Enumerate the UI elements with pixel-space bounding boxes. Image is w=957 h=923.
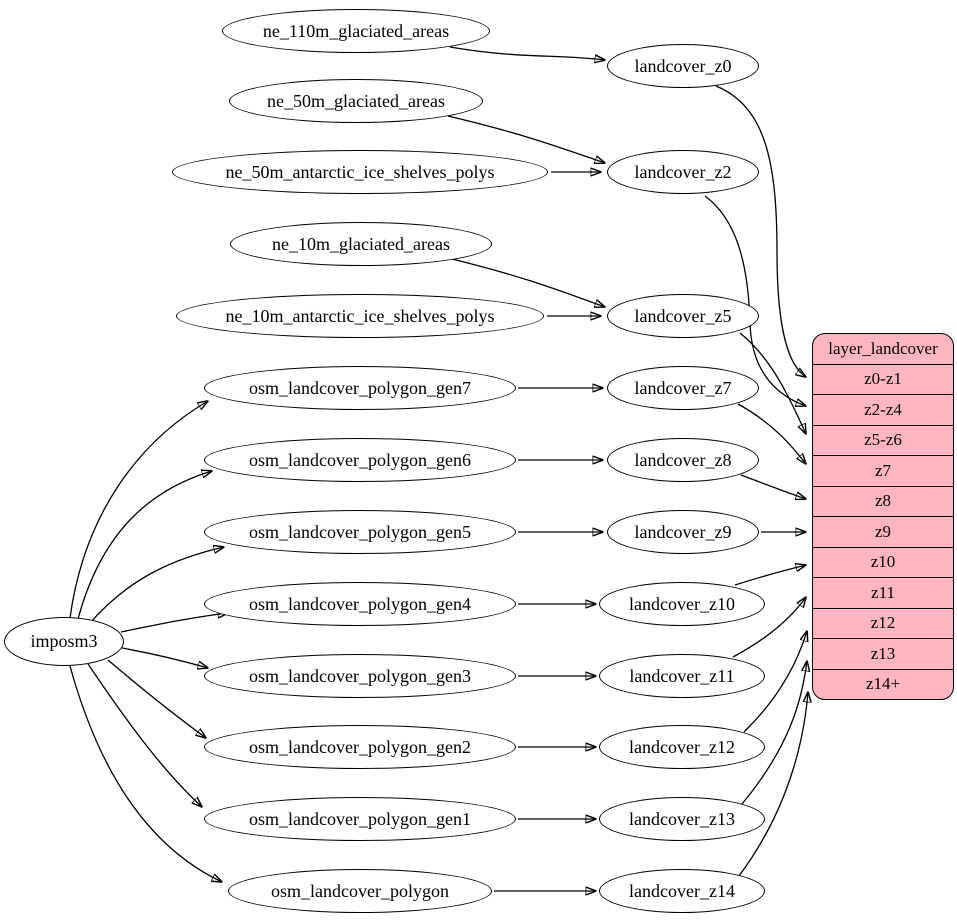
edge-imposm3-osm-landcover-polygon-gen2 [107, 659, 206, 738]
edge-landcover-z11-row-z11 [732, 597, 806, 658]
edge-ne-10m-glaciated-areas-landcover-z5 [451, 258, 605, 307]
edge-landcover-z13-row-z13 [741, 661, 807, 805]
record-row-z7: z7 [813, 455, 953, 486]
node-ne-50m-antarctic-ice-shelves-polys: ne_50m_antarctic_ice_shelves_polys [172, 150, 548, 194]
node-landcover-z13: landcover_z13 [599, 797, 765, 841]
record-row-z0-z1: z0-z1 [813, 363, 953, 395]
node-ne-10m-glaciated-areas: ne_10m_glaciated_areas [230, 222, 492, 266]
node-landcover-z7: landcover_z7 [607, 366, 759, 410]
edge-landcover-z8-row-z8 [740, 474, 806, 499]
record-row-z12: z12 [813, 607, 953, 639]
node-osm-landcover-polygon-gen2: osm_landcover_polygon_gen2 [204, 725, 516, 769]
node-landcover-z0: landcover_z0 [607, 44, 759, 88]
edge-imposm3-osm-landcover-polygon-gen6 [77, 471, 212, 620]
node-landcover-z5: landcover_z5 [607, 294, 759, 338]
record-row-z10: z10 [813, 546, 953, 578]
edge-ne-110m-glaciated-areas-landcover-z0 [449, 46, 605, 60]
record-row-z8: z8 [813, 485, 953, 517]
node-landcover-z14: landcover_z14 [599, 869, 765, 913]
record-row-z2-z4: z2-z4 [813, 394, 953, 425]
node-ne-10m-antarctic-ice-shelves-polys: ne_10m_antarctic_ice_shelves_polys [176, 294, 544, 338]
edge-imposm3-osm-landcover-polygon-gen3 [121, 647, 208, 668]
node-landcover-z11: landcover_z11 [599, 654, 765, 698]
edge-ne-50m-glaciated-areas-landcover-z2 [447, 115, 605, 163]
node-osm-landcover-polygon-gen5: osm_landcover_polygon_gen5 [204, 510, 516, 554]
edge-landcover-z14-row-z14plus [738, 692, 808, 877]
edge-landcover-z0-row-z0-z1 [715, 85, 806, 377]
node-landcover-z9: landcover_z9 [607, 510, 759, 554]
record-layer-landcover: layer_landcover z0-z1 z2-z4 z5-z6 z7 z8 … [812, 333, 954, 700]
node-osm-landcover-polygon-gen4: osm_landcover_polygon_gen4 [204, 582, 516, 626]
record-row-z9: z9 [813, 516, 953, 547]
edge-landcover-z7-row-z7 [737, 403, 806, 464]
record-row-z13: z13 [813, 638, 953, 669]
node-osm-landcover-polygon-gen6: osm_landcover_polygon_gen6 [204, 438, 516, 482]
edge-imposm3-osm-landcover-polygon-gen5 [89, 547, 224, 624]
edge-imposm3-osm-landcover-polygon-gen7 [69, 401, 208, 619]
node-osm-landcover-polygon-gen7: osm_landcover_polygon_gen7 [204, 366, 516, 410]
node-ne-50m-glaciated-areas: ne_50m_glaciated_areas [229, 79, 483, 123]
record-row-z11: z11 [813, 577, 953, 608]
node-osm-landcover-polygon-gen3: osm_landcover_polygon_gen3 [204, 654, 516, 698]
edge-imposm3-osm-landcover-polygon-gen4 [120, 613, 228, 633]
record-row-z14plus: z14+ [813, 668, 953, 700]
edge-landcover-z10-row-z10 [734, 565, 806, 586]
node-landcover-z2: landcover_z2 [607, 150, 759, 194]
node-imposm3: imposm3 [4, 617, 124, 666]
record-row-z5-z6: z5-z6 [813, 424, 953, 456]
node-landcover-z12: landcover_z12 [599, 725, 765, 769]
node-landcover-z10: landcover_z10 [599, 582, 765, 626]
node-landcover-z8: landcover_z8 [607, 438, 759, 482]
edge-imposm3-osm-landcover-polygon [69, 665, 222, 882]
edge-imposm3-osm-landcover-polygon-gen1 [87, 663, 202, 807]
record-title: layer_landcover [828, 338, 938, 358]
edge-landcover-z5-row-z5-z6 [739, 332, 806, 434]
node-ne-110m-glaciated-areas: ne_110m_glaciated_areas [222, 9, 490, 53]
edge-landcover-z12-row-z12 [743, 631, 807, 733]
node-osm-landcover-polygon-gen1: osm_landcover_polygon_gen1 [204, 797, 516, 841]
node-osm-landcover-polygon: osm_landcover_polygon [228, 869, 492, 913]
